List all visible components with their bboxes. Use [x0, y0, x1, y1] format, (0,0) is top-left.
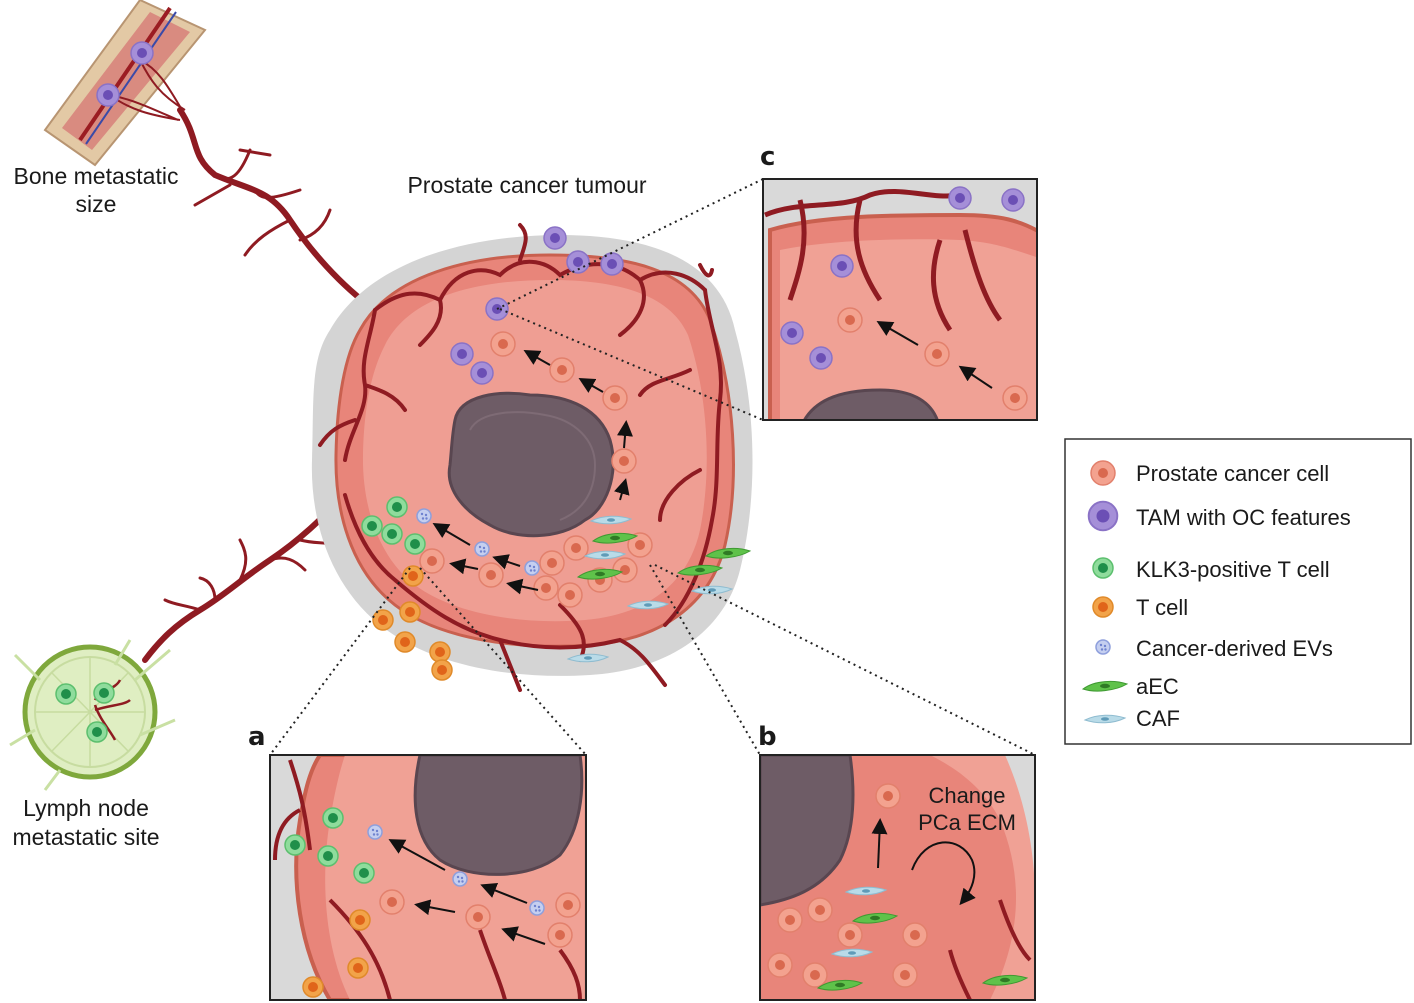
lymph-node-illustration	[9, 639, 176, 791]
ev-a	[529, 900, 545, 916]
pca-cell	[419, 548, 445, 574]
klk3-t-cell	[404, 533, 426, 555]
pca-c	[837, 307, 863, 333]
pca-cell	[478, 562, 504, 588]
change-label-line2: PCa ECM	[918, 810, 1016, 835]
t-cell	[429, 641, 451, 663]
change-label-line1: Change	[928, 783, 1005, 808]
ev	[524, 560, 540, 576]
pca-b	[837, 922, 863, 948]
t-cell-a	[347, 957, 369, 979]
pca-cell	[539, 550, 565, 576]
klk3-lymph-3	[86, 721, 108, 743]
t-cell	[394, 631, 416, 653]
panel-c	[762, 178, 1038, 421]
lymph-label-line1: Lymph node	[23, 795, 149, 821]
t-cell-icon	[1092, 596, 1114, 618]
legend-label: T cell	[1136, 595, 1188, 620]
prostate-cancer-cell-icon	[1090, 460, 1116, 486]
migration-arrows	[432, 350, 633, 595]
tam-c	[1001, 188, 1025, 212]
klk3-t-cell-icon	[1092, 557, 1114, 579]
tam-cell	[470, 361, 494, 385]
t-cell-a	[349, 909, 371, 931]
panel-b	[759, 754, 1036, 1001]
ev-icon	[1095, 639, 1111, 655]
klk3-a	[353, 862, 375, 884]
connecting-vessels	[142, 107, 378, 663]
panel-a	[269, 754, 587, 1001]
klk3-t-cell	[381, 523, 403, 545]
ev	[416, 508, 432, 524]
pca-cell	[557, 582, 583, 608]
pca-a	[465, 904, 491, 930]
legend-label: Prostate cancer cell	[1136, 461, 1329, 486]
ev	[474, 541, 490, 557]
tam-c	[830, 254, 854, 278]
klk3-t-cell	[361, 515, 383, 537]
tam-c	[948, 186, 972, 210]
ev-a	[452, 871, 468, 887]
tam-c	[809, 346, 833, 370]
pca-cell	[612, 557, 638, 583]
tumour-vasculature	[318, 223, 723, 692]
bone-label-line1: Bone metastatic	[14, 163, 179, 189]
bone-illustration	[43, 0, 207, 167]
panel-a-letter: a	[248, 722, 266, 752]
t-cell	[431, 659, 453, 681]
klk3-lymph-1	[55, 683, 77, 705]
pca-a	[547, 922, 573, 948]
prostate-tumour	[311, 235, 753, 676]
tam-cell	[450, 342, 474, 366]
klk3-a	[317, 845, 339, 867]
pca-cell	[549, 357, 575, 383]
legend-label: aEC	[1136, 674, 1179, 699]
pca-b	[892, 962, 918, 988]
legend-label: KLK3-positive T cell	[1136, 557, 1330, 582]
pca-b	[807, 897, 833, 923]
tam-cell	[600, 252, 624, 276]
klk3-a	[284, 834, 306, 856]
panel-b-letter: b	[758, 722, 777, 752]
legend-label: CAF	[1136, 706, 1180, 731]
legend: Prostate cancer cell TAM with OC feature…	[1064, 438, 1412, 745]
pca-cell	[611, 448, 637, 474]
legend-label: Cancer-derived EVs	[1136, 636, 1333, 661]
pca-a	[379, 889, 405, 915]
t-cell	[399, 601, 421, 623]
tam-bone-1	[130, 41, 154, 65]
pca-a	[555, 892, 581, 918]
pca-b	[777, 907, 803, 933]
klk3-a	[322, 807, 344, 829]
tam-bone-2	[96, 83, 120, 107]
klk3-lymph-2	[93, 682, 115, 704]
pca-b	[902, 922, 928, 948]
pca-c	[924, 341, 950, 367]
pca-cell	[563, 535, 589, 561]
tam-c	[780, 321, 804, 345]
tumour-label: Prostate cancer tumour	[407, 172, 646, 198]
t-cell-a	[302, 976, 324, 998]
pca-cell	[533, 575, 559, 601]
tam-cell	[543, 226, 567, 250]
bone-label-line2: size	[76, 191, 117, 217]
klk3-t-cell	[386, 496, 408, 518]
lymph-label-line2: metastatic site	[13, 824, 160, 850]
pca-b	[802, 962, 828, 988]
pca-cell	[490, 331, 516, 357]
t-cell	[372, 609, 394, 631]
panel-c-letter: c	[760, 142, 775, 172]
legend-label: TAM with OC features	[1136, 505, 1351, 530]
zoom-connectors	[269, 178, 1036, 756]
ev-a	[367, 824, 383, 840]
legend-box	[1064, 438, 1412, 745]
pca-c	[1002, 385, 1028, 411]
pca-b	[767, 952, 793, 978]
tam-icon	[1087, 500, 1119, 532]
pca-cell	[602, 385, 628, 411]
pca-b	[875, 783, 901, 809]
